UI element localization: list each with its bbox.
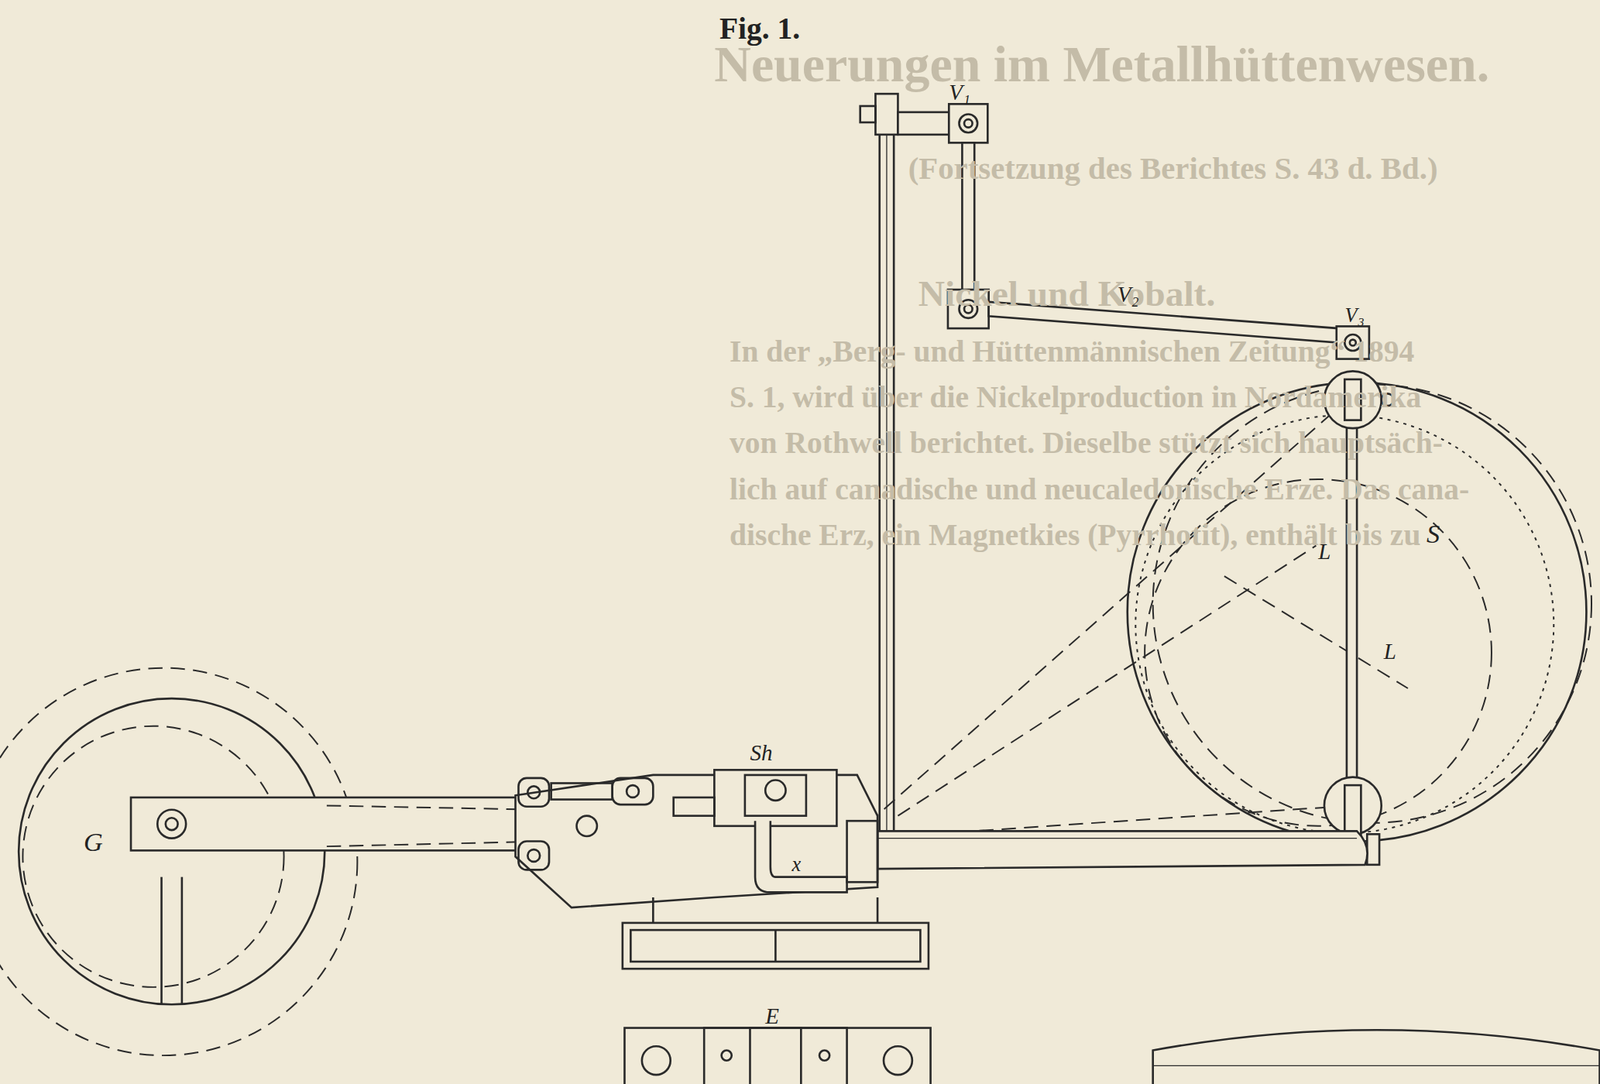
part-letter: E xyxy=(765,1005,780,1028)
part-letter: S xyxy=(1426,520,1440,547)
body-text: von Rothwell berichtet. Dieselbe stützt … xyxy=(729,428,1443,460)
body-text: lich auf canadische und neucaledonische … xyxy=(729,474,1470,506)
running-heading: (Fortsetzung des Berichtes S. 43 d. Bd.) xyxy=(908,153,1439,186)
part-letter: x xyxy=(791,854,801,876)
part-letter: V₃ xyxy=(1345,305,1365,327)
part-letter: V₂ xyxy=(1117,283,1140,306)
part-letter: G xyxy=(83,828,104,855)
running-heading: Neuerungen im Metallhüttenwesen. xyxy=(714,38,1490,90)
body-text: dische Erz, ein Magnetkies (Pyrrhotit), … xyxy=(729,520,1421,552)
part-letter: Sh xyxy=(749,741,773,765)
part-letter: L xyxy=(1318,540,1331,564)
body-text: S. 1, wird über die Nickelproduction in … xyxy=(729,382,1422,414)
part-letter: L xyxy=(1383,640,1397,663)
section-heading: Nickel und Kobalt. xyxy=(918,275,1216,313)
part-letter: V₁ xyxy=(948,81,971,104)
body-text: In der „Berg- und Hüttenmännischen Zeitu… xyxy=(729,336,1415,368)
